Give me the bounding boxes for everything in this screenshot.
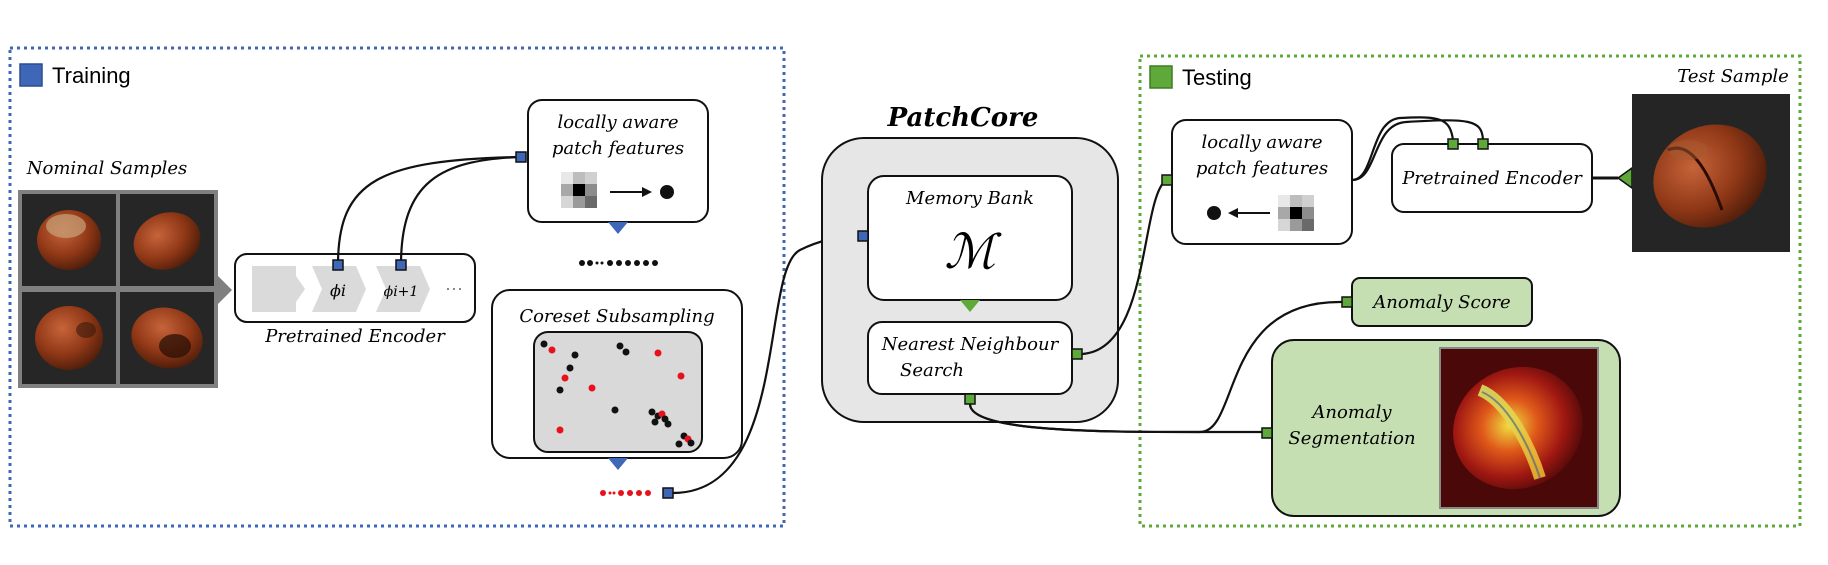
down-triangle-icon	[960, 300, 980, 312]
encoder-stage-phi-i	[312, 266, 366, 312]
anomaly-segmentation-line2: Segmentation	[1288, 428, 1415, 449]
nn-to-features-connector	[1081, 179, 1167, 356]
coreset-label: Coreset Subsampling	[519, 306, 714, 327]
memory-bank-label: Memory Bank	[905, 188, 1034, 209]
samples-arrow-icon	[218, 276, 232, 304]
down-triangle-icon	[608, 458, 628, 470]
coreset-scatter	[533, 331, 703, 453]
dot-icon	[1207, 206, 1221, 220]
anomaly-score-label: Anomaly Score	[1371, 292, 1510, 313]
connector-port-icon	[515, 151, 527, 163]
nn-search-box	[867, 321, 1073, 395]
feature-dots-row	[579, 260, 658, 266]
nn-search-line1: Nearest Neighbour	[881, 334, 1060, 355]
encoder-stage-phi-i-plus-1	[376, 266, 430, 312]
connector-port-icon	[1477, 138, 1489, 150]
connector-port-icon	[964, 393, 976, 405]
training-label: Training	[52, 63, 131, 88]
features-to-encoder-connector-2	[1351, 119, 1485, 182]
connector-port-icon	[1341, 296, 1353, 308]
training-legend-icon	[19, 63, 43, 87]
training-patch-features-line2: patch features	[552, 138, 684, 159]
nn-to-score-connector	[968, 300, 1343, 434]
patchcore-title: PatchCore	[887, 103, 1039, 133]
nominal-samples-title: Nominal Samples	[26, 158, 188, 179]
feature-grid-icon	[561, 172, 597, 208]
training-patch-features-line1: locally aware	[558, 112, 679, 133]
nominal-sample-2	[120, 194, 214, 286]
anomaly-segmentation-line1: Anomaly	[1310, 402, 1392, 423]
feature-grid-icon	[1278, 195, 1314, 231]
encoder-more-dots: ···	[445, 278, 463, 298]
anomaly-heatmap-image	[1439, 347, 1599, 509]
coreset-points	[540, 340, 695, 448]
nominal-sample-4	[120, 292, 214, 384]
test-sample-image	[1632, 94, 1790, 252]
testing-legend-icon	[1149, 65, 1173, 89]
testing-encoder-label: Pretrained Encoder	[1401, 168, 1583, 189]
left-triangle-icon	[1616, 166, 1633, 190]
connector-port-icon	[857, 230, 869, 242]
connector-port-icon	[662, 487, 674, 499]
training-encoder-label: Pretrained Encoder	[264, 326, 446, 347]
phi-i-label: ϕi	[330, 281, 346, 300]
nominal-sample-1	[22, 194, 116, 286]
encoder-stage-0	[252, 266, 296, 312]
test-sample-title: Test Sample	[1677, 66, 1789, 87]
testing-patch-features-line2: patch features	[1196, 158, 1328, 179]
features-to-encoder-connector-1	[1351, 116, 1455, 182]
testing-label: Testing	[1182, 65, 1252, 90]
connector-port-icon	[1071, 348, 1083, 360]
phi-i-plus-1-label: ϕi+1	[384, 284, 419, 300]
connector-port-icon	[1261, 427, 1273, 439]
training-frame	[8, 46, 786, 528]
phi-i1-connector	[399, 155, 521, 266]
nn-search-line2: Search	[900, 360, 964, 381]
phi-i-connector	[336, 155, 521, 266]
connector-port-icon	[332, 259, 344, 271]
dot-icon	[660, 185, 674, 199]
connector-port-icon	[395, 259, 407, 271]
connector-port-icon	[1447, 138, 1459, 150]
nominal-sample-3	[22, 292, 116, 384]
coreset-output-dots	[600, 490, 651, 496]
testing-frame	[1138, 54, 1802, 528]
testing-patch-features-line1: locally aware	[1202, 132, 1323, 153]
memory-bank-symbol: ℳ	[944, 224, 1002, 280]
down-triangle-icon	[608, 222, 628, 234]
connector-port-icon	[1161, 174, 1173, 186]
